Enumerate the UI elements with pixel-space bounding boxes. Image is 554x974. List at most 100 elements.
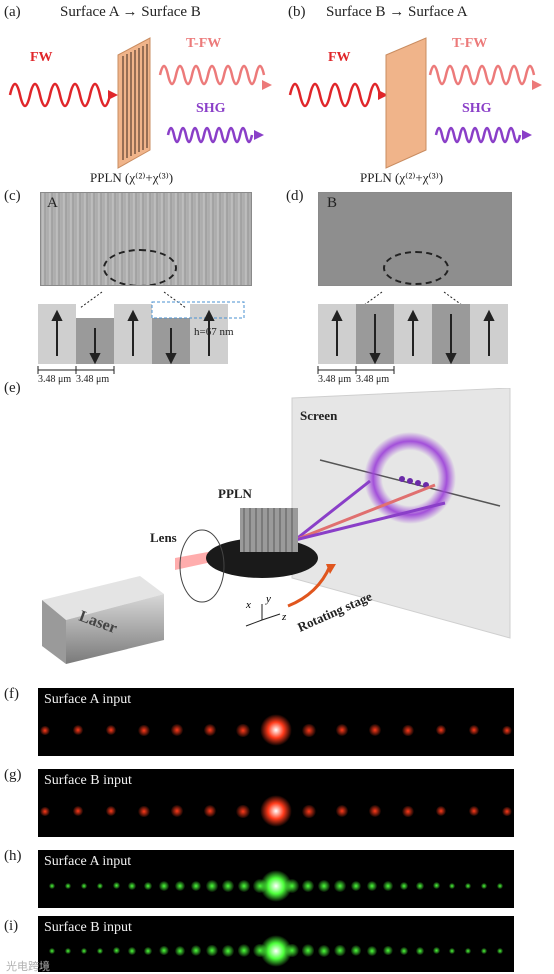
laser-source xyxy=(42,576,164,664)
diffraction-spot xyxy=(128,882,136,890)
panel-h-image: Surface A input xyxy=(38,850,514,908)
diffraction-spot xyxy=(367,945,377,956)
diffraction-spot xyxy=(435,805,447,817)
diffraction-spot xyxy=(383,946,393,956)
diffraction-spot xyxy=(203,723,217,737)
diffraction-spot xyxy=(335,723,349,737)
panel-i-caption: Surface B input xyxy=(44,920,132,935)
diffraction-spot xyxy=(302,804,316,818)
diffraction-spot xyxy=(159,946,169,956)
diffraction-spot xyxy=(432,882,440,890)
diffraction-spot xyxy=(369,724,381,737)
diffraction-spot xyxy=(222,880,234,892)
panel-c-zoom-ellipse xyxy=(103,249,177,285)
panel-d-image-label: B xyxy=(327,195,338,211)
ppln-crystal xyxy=(240,508,298,552)
diffraction-spot xyxy=(334,880,346,892)
diffraction-spot xyxy=(465,947,471,954)
diffraction-spot xyxy=(190,945,202,956)
diffraction-spot xyxy=(350,880,362,892)
lens-label: Lens xyxy=(150,530,177,545)
diffraction-spot xyxy=(502,806,512,816)
diffraction-spot xyxy=(96,947,104,954)
panel-d-zoom-ellipse xyxy=(383,251,449,285)
panel-a-tfw-wave xyxy=(158,64,266,86)
panel-f-image: Surface A input xyxy=(38,688,514,756)
diffraction-spot xyxy=(138,805,150,817)
diffraction-spot xyxy=(253,879,267,893)
diffraction-spot xyxy=(399,881,409,891)
panel-a-crystal-label: PPLN (χ⁽²⁾+χ⁽³⁾) xyxy=(90,170,174,185)
panel-c-image-label: A xyxy=(47,195,58,211)
panel-g-caption: Surface B input xyxy=(44,773,132,788)
diffraction-spot xyxy=(112,947,120,955)
diffraction-spot xyxy=(73,725,83,736)
panel-c-height-note: h=67 nm xyxy=(194,326,234,338)
diffraction-spot xyxy=(383,881,393,891)
panel-a-shg-label: SHG xyxy=(196,101,226,116)
diffraction-spot xyxy=(253,944,267,958)
panel-e-label: (e) xyxy=(4,380,21,396)
diffraction-spot xyxy=(367,881,377,891)
diffraction-spot xyxy=(465,882,471,889)
panel-b-crystal-label: PPLN (χ⁽²⁾+χ⁽³⁾) xyxy=(360,170,444,185)
diffraction-spot xyxy=(49,882,55,889)
diffraction-spot xyxy=(203,804,217,818)
diffraction-spot xyxy=(335,804,349,818)
panel-i-image: Surface B input xyxy=(38,916,514,972)
diffraction-spot xyxy=(448,882,456,890)
diffraction-spot xyxy=(171,805,183,818)
diffraction-spot xyxy=(416,882,424,890)
panel-e-setup-scene: Screen PPLN Lens Laser Rotating stage x … xyxy=(42,388,511,664)
panel-h-caption: Surface A input xyxy=(44,854,132,869)
panel-d-domain-diagram xyxy=(317,291,508,374)
diffraction-spot xyxy=(236,723,250,737)
diffraction-spot xyxy=(143,881,153,891)
diffraction-spot xyxy=(399,946,409,955)
rotation-arrow xyxy=(287,565,332,608)
panel-a-tfw-label: T-FW xyxy=(186,36,222,51)
diffraction-spot xyxy=(318,944,330,957)
diffraction-spot xyxy=(301,879,315,893)
panel-a-poling-lines xyxy=(122,44,148,160)
axis-x-label: x xyxy=(245,599,251,611)
diffraction-spot xyxy=(237,879,251,893)
panel-h-label: (h) xyxy=(4,848,22,864)
diffraction-spot xyxy=(105,805,117,817)
diffraction-spot xyxy=(435,724,447,736)
panel-b-shg-wave xyxy=(434,126,522,144)
panel-c-label: (c) xyxy=(4,188,21,204)
panel-d-period2: 3.48 μm xyxy=(356,374,390,385)
diffraction-spot xyxy=(369,805,381,818)
diffraction-spot xyxy=(65,947,71,954)
diffraction-spot xyxy=(175,945,185,956)
diffraction-spot xyxy=(81,947,87,954)
diffraction-spot xyxy=(105,724,117,736)
diffraction-spot xyxy=(497,947,503,954)
diffraction-spot xyxy=(301,944,315,957)
diffraction-spot xyxy=(481,882,487,889)
diffraction-spot xyxy=(432,947,440,955)
diffraction-spot xyxy=(81,882,87,889)
diffraction-spot xyxy=(175,881,185,891)
diffraction-spot xyxy=(138,724,150,736)
diffraction-spot xyxy=(285,879,299,893)
panel-a-fw-arrow xyxy=(108,90,118,100)
panel-a-shg-wave xyxy=(166,126,254,144)
watermark: 光电跨境 xyxy=(6,960,50,973)
diffraction-spot xyxy=(402,805,414,817)
panel-b-diagram xyxy=(288,37,542,169)
diffraction-spot xyxy=(237,944,251,957)
panel-b-fw-wave xyxy=(288,82,382,108)
panel-a-fw-wave xyxy=(8,82,112,108)
diffraction-spot xyxy=(73,806,83,817)
diffraction-spot xyxy=(318,880,330,892)
diffraction-spot xyxy=(402,724,414,736)
panel-f-label: (f) xyxy=(4,686,19,702)
panel-i-label: (i) xyxy=(4,918,19,934)
panel-f-caption: Surface A input xyxy=(44,692,132,707)
axes xyxy=(245,604,281,627)
panel-c-domain-diagram xyxy=(37,291,245,374)
diffraction-spot xyxy=(236,804,250,818)
diffraction-spot xyxy=(416,946,424,955)
